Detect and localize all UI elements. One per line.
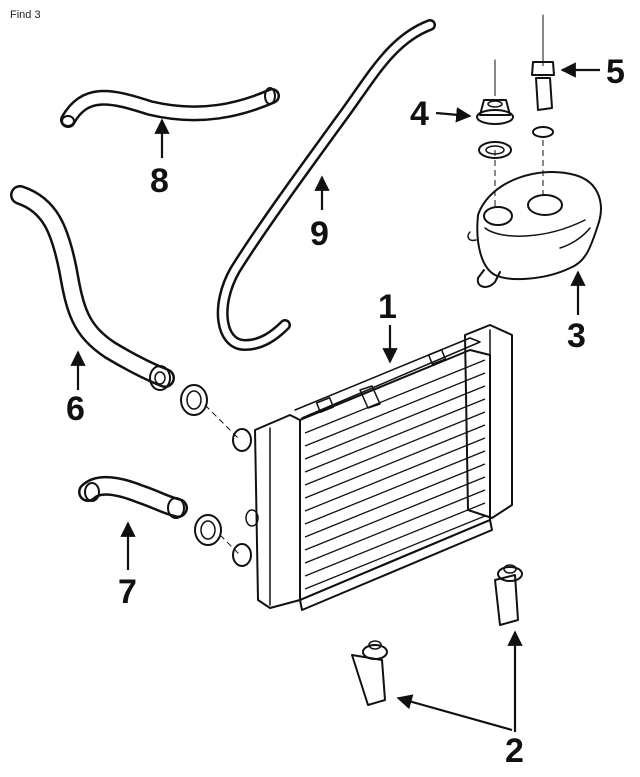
leader-arrows — [70, 62, 600, 732]
callout-9: 9 — [310, 215, 329, 253]
hose-8[interactable] — [60, 87, 280, 128]
page-header: Find 3 — [10, 9, 41, 21]
callout-7: 7 — [118, 573, 137, 611]
drain-plug-right[interactable] — [494, 564, 523, 626]
hose-6[interactable] — [10, 185, 175, 391]
callout-8: 8 — [150, 162, 169, 200]
callout-5: 5 — [606, 53, 625, 91]
drain-plug-left[interactable] — [351, 640, 388, 706]
hose-7[interactable] — [78, 475, 188, 519]
callout-2: 2 — [505, 732, 524, 770]
level-sensor[interactable] — [531, 14, 555, 138]
expansion-tank[interactable] — [467, 171, 602, 288]
callout-4: 4 — [410, 95, 429, 133]
clamp-ring-lower[interactable] — [194, 514, 222, 546]
callout-3: 3 — [567, 317, 586, 355]
callout-1: 1 — [378, 288, 397, 326]
radiator[interactable] — [232, 324, 513, 611]
hose-9[interactable] — [216, 19, 436, 351]
clamp-ring-upper[interactable] — [180, 384, 208, 416]
filler-cap[interactable] — [476, 59, 514, 159]
callout-6: 6 — [66, 390, 85, 428]
